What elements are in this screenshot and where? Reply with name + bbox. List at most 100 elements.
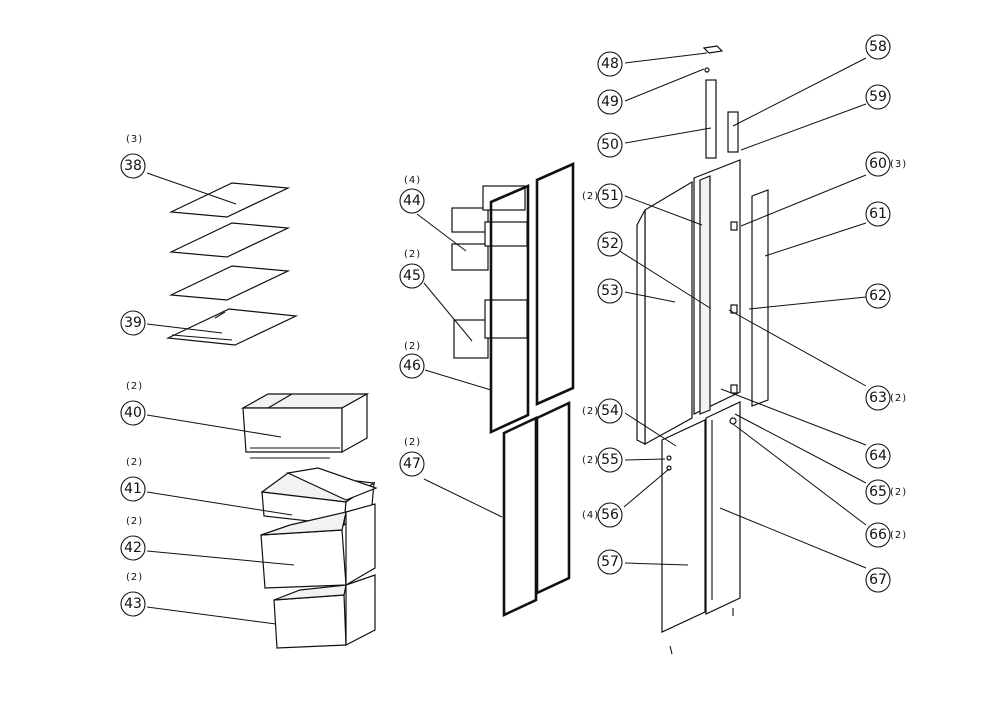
callout-50: 50 [597,132,623,158]
callout-bubble [597,51,623,77]
callout-58: 58 [865,34,891,60]
gasket-46-upper-door [489,161,575,435]
callout-38: 38 (3) [120,134,146,179]
quantity-note: (2) [126,516,143,527]
quantity-note: (2) [582,455,599,466]
callout-number: 57 [601,554,619,570]
gasket-47-lower-door [502,400,571,618]
callout-bubble [120,591,146,617]
callout-number: 54 [601,403,619,419]
callout-bubble [865,479,891,505]
callout-number: 55 [601,452,619,468]
drawer-42-middle-bin [260,503,376,589]
callout-bubble [120,310,146,336]
callout-bubble [865,443,891,469]
callout-number: 48 [601,56,619,72]
callout-57: 57 [597,549,623,575]
quantity-note: (4) [582,510,599,521]
callout-bubble [399,451,425,477]
callout-bubble [597,132,623,158]
callout-bubbles: 38(3)3940(2)41(2)42(2)43(2)44(4)45(2)46(… [120,34,907,617]
callout-number: 60 [869,156,887,172]
quantity-note: (2) [890,393,907,404]
callout-number: 44 [403,193,421,209]
callout-bubble [597,183,623,209]
callout-62: 62 [865,283,891,309]
callout-56: 56(4) [582,502,623,528]
callout-67: 67 [865,567,891,593]
hinge-parts-48-49-50 [702,45,739,159]
door-trim-61 [751,189,769,407]
callout-41: 41 (2) [120,457,146,502]
lower-right-door-67 [705,401,741,615]
callout-bubble [865,151,891,177]
callout-52: 52 [597,231,623,257]
callout-bubble [597,447,623,473]
leader-lines [146,52,867,625]
callout-66: 66(2) [865,522,907,548]
callout-number: 46 [403,358,421,374]
callout-49: 49 [597,89,623,115]
quantity-note: (2) [404,341,421,352]
callout-number: 56 [601,507,619,523]
callout-55: 55(2) [582,447,623,473]
quantity-note: (4) [404,175,421,186]
callout-number: 65 [869,484,887,500]
callout-bubble [597,549,623,575]
callout-64: 64 [865,443,891,469]
callout-61: 61 [865,201,891,227]
callout-bubble [865,522,891,548]
callout-number: 67 [869,572,887,588]
quantity-note: (2) [126,457,143,468]
callout-54: 54(2) [582,398,623,424]
callout-bubble [399,188,425,214]
callout-40: 40(2) [120,381,146,426]
quantity-note: (2) [890,530,907,541]
callout-60: 60(3) [865,151,906,177]
callout-bubble [865,84,891,110]
callout-number: 66 [869,527,887,543]
drawer-40-crisper-pair [240,392,370,459]
callout-bubble [865,567,891,593]
upper-right-door-52 [693,159,741,415]
callout-bubble [865,385,891,411]
quantity-note: (2) [404,249,421,260]
callout-number: 62 [869,288,887,304]
shelf-39-glass-shelf-with-trim [165,308,299,346]
quantity-note: (2) [582,191,599,202]
callout-46: 46 (2) [399,341,425,379]
callout-39: 39 [120,310,146,336]
callout-45: 45 (2) [399,249,425,289]
callout-number: 38 [124,158,142,174]
callout-number: 45 [403,268,421,284]
callout-bubble [120,535,146,561]
callout-number: 63 [869,390,887,406]
callout-bubble [597,502,623,528]
callout-bubble [399,263,425,289]
callout-number: 40 [124,405,142,421]
callout-bubble [399,353,425,379]
callout-bubble [865,201,891,227]
callout-48: 48 [597,51,623,77]
callout-42: 42 (2) [120,516,146,561]
callout-number: 51 [601,188,619,204]
callout-bubble [597,278,623,304]
door-bins-44-45 [451,185,528,359]
callout-number: 61 [869,206,887,222]
callout-number: 52 [601,236,619,252]
callout-bubble [597,89,623,115]
callout-number: 42 [124,540,142,556]
callout-44: 44 (4) [399,175,425,214]
callout-53: 53 [597,278,623,304]
quantity-note: (3) [126,134,143,145]
callout-number: 59 [869,89,887,105]
callout-59: 59 [865,84,891,110]
callout-number: 41 [124,481,142,497]
upper-left-door-53 [636,180,693,446]
callout-number: 49 [601,94,619,110]
quantity-note: (2) [126,572,143,583]
callout-bubble [597,398,623,424]
callout-number: 58 [869,39,887,55]
lower-left-door-57 [661,419,706,633]
